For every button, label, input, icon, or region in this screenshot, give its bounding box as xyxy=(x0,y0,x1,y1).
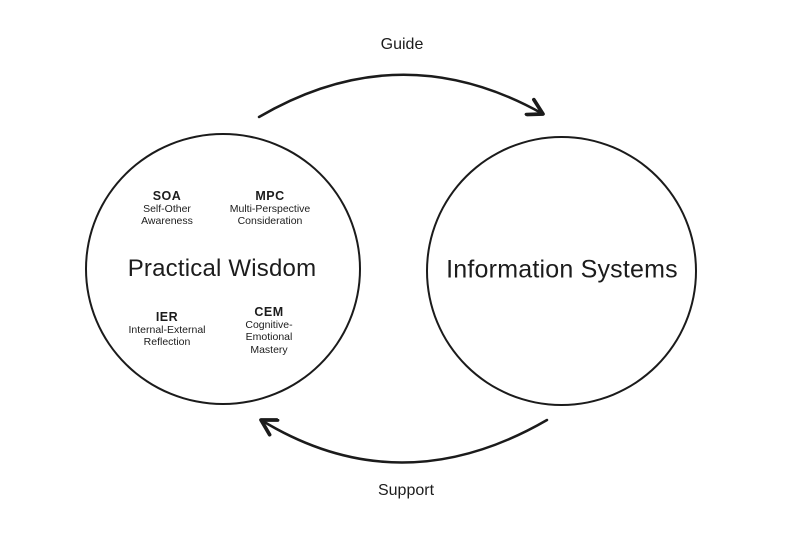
capability-mpc-abbr: MPC xyxy=(255,189,285,204)
information-systems-label: Information Systems xyxy=(446,255,678,284)
practical-wisdom-circle xyxy=(85,133,361,405)
capability-mpc-line1: Multi-Perspective xyxy=(229,203,311,216)
capability-cem-abbr: CEM xyxy=(254,305,284,320)
capability-cem-line1: Cognitive- xyxy=(245,319,293,332)
practical-wisdom-label: Practical Wisdom xyxy=(127,255,317,282)
capability-ier-line2: Reflection xyxy=(143,336,191,349)
capability-ier: IER Internal-External Reflection xyxy=(128,311,205,349)
guide-arrow-label: Guide xyxy=(380,36,424,53)
capability-mpc: MPC Multi-Perspective Consideration xyxy=(230,190,311,228)
capability-soa: SOA Self-Other Awareness xyxy=(141,190,193,228)
support-arrow-label: Support xyxy=(377,482,435,499)
capability-cem-line3: Mastery xyxy=(250,343,288,356)
capability-cem-line2: Emotional xyxy=(245,331,293,344)
capability-ier-abbr: IER xyxy=(155,310,179,325)
support-arrow xyxy=(261,420,549,464)
capability-ier-line1: Internal-External xyxy=(128,324,206,337)
capability-soa-line1: Self-Other xyxy=(143,203,191,216)
capability-soa-abbr: SOA xyxy=(152,189,182,204)
capability-cem: CEM Cognitive- Emotional Mastery xyxy=(245,306,292,356)
capability-mpc-line2: Consideration xyxy=(237,215,303,228)
information-systems-circle xyxy=(426,136,697,406)
capability-soa-line2: Awareness xyxy=(141,215,193,228)
guide-arrow xyxy=(257,73,543,119)
